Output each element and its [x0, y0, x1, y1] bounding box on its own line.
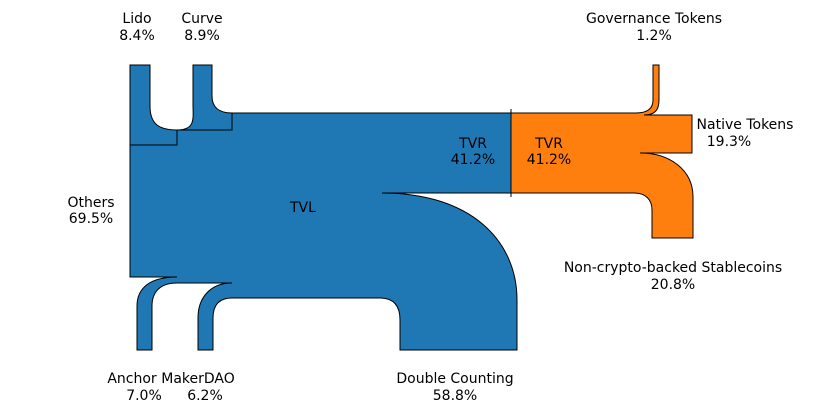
output-label-non-crypto-backed-stablecoins: Non-crypto-backed Stablecoins	[564, 260, 782, 276]
input-label-lido: Lido	[122, 11, 151, 27]
tvl-main-flow	[129, 112, 518, 351]
input-value-lido: 8.4%	[119, 28, 155, 44]
output-value-governance-tokens: 1.2%	[636, 28, 672, 44]
input-value-others: 69.5%	[69, 211, 113, 227]
output-value-non-crypto-backed-stablecoins: 20.8%	[651, 277, 695, 293]
output-value-double-counting: 58.8%	[433, 388, 477, 404]
input-value-anchor: 7.0%	[126, 388, 162, 404]
input-value-curve: 8.9%	[184, 28, 220, 44]
input-label-makerdao: MakerDAO	[161, 371, 235, 387]
output-label-tvr: TVR	[458, 136, 487, 152]
curve-inflow	[176, 64, 233, 131]
input-label-curve: Curve	[181, 11, 222, 27]
tvl-label: TVL	[289, 200, 316, 216]
input-value-makerdao: 6.2%	[187, 388, 223, 404]
input-label-tvr: TVR	[534, 136, 563, 152]
output-value-native-tokens: 19.3%	[707, 134, 751, 150]
output-label-double-counting: Double Counting	[396, 371, 513, 387]
output-value-tvr: 41.2%	[451, 152, 495, 168]
output-label-native-tokens: Native Tokens	[697, 117, 794, 133]
lido-inflow	[129, 64, 178, 146]
output-label-governance-tokens: Governance Tokens	[586, 11, 722, 27]
input-label-others: Others	[67, 195, 114, 211]
input-label-anchor: Anchor	[107, 371, 157, 387]
tvr-flow	[510, 64, 694, 239]
input-value-tvr: 41.2%	[527, 152, 571, 168]
